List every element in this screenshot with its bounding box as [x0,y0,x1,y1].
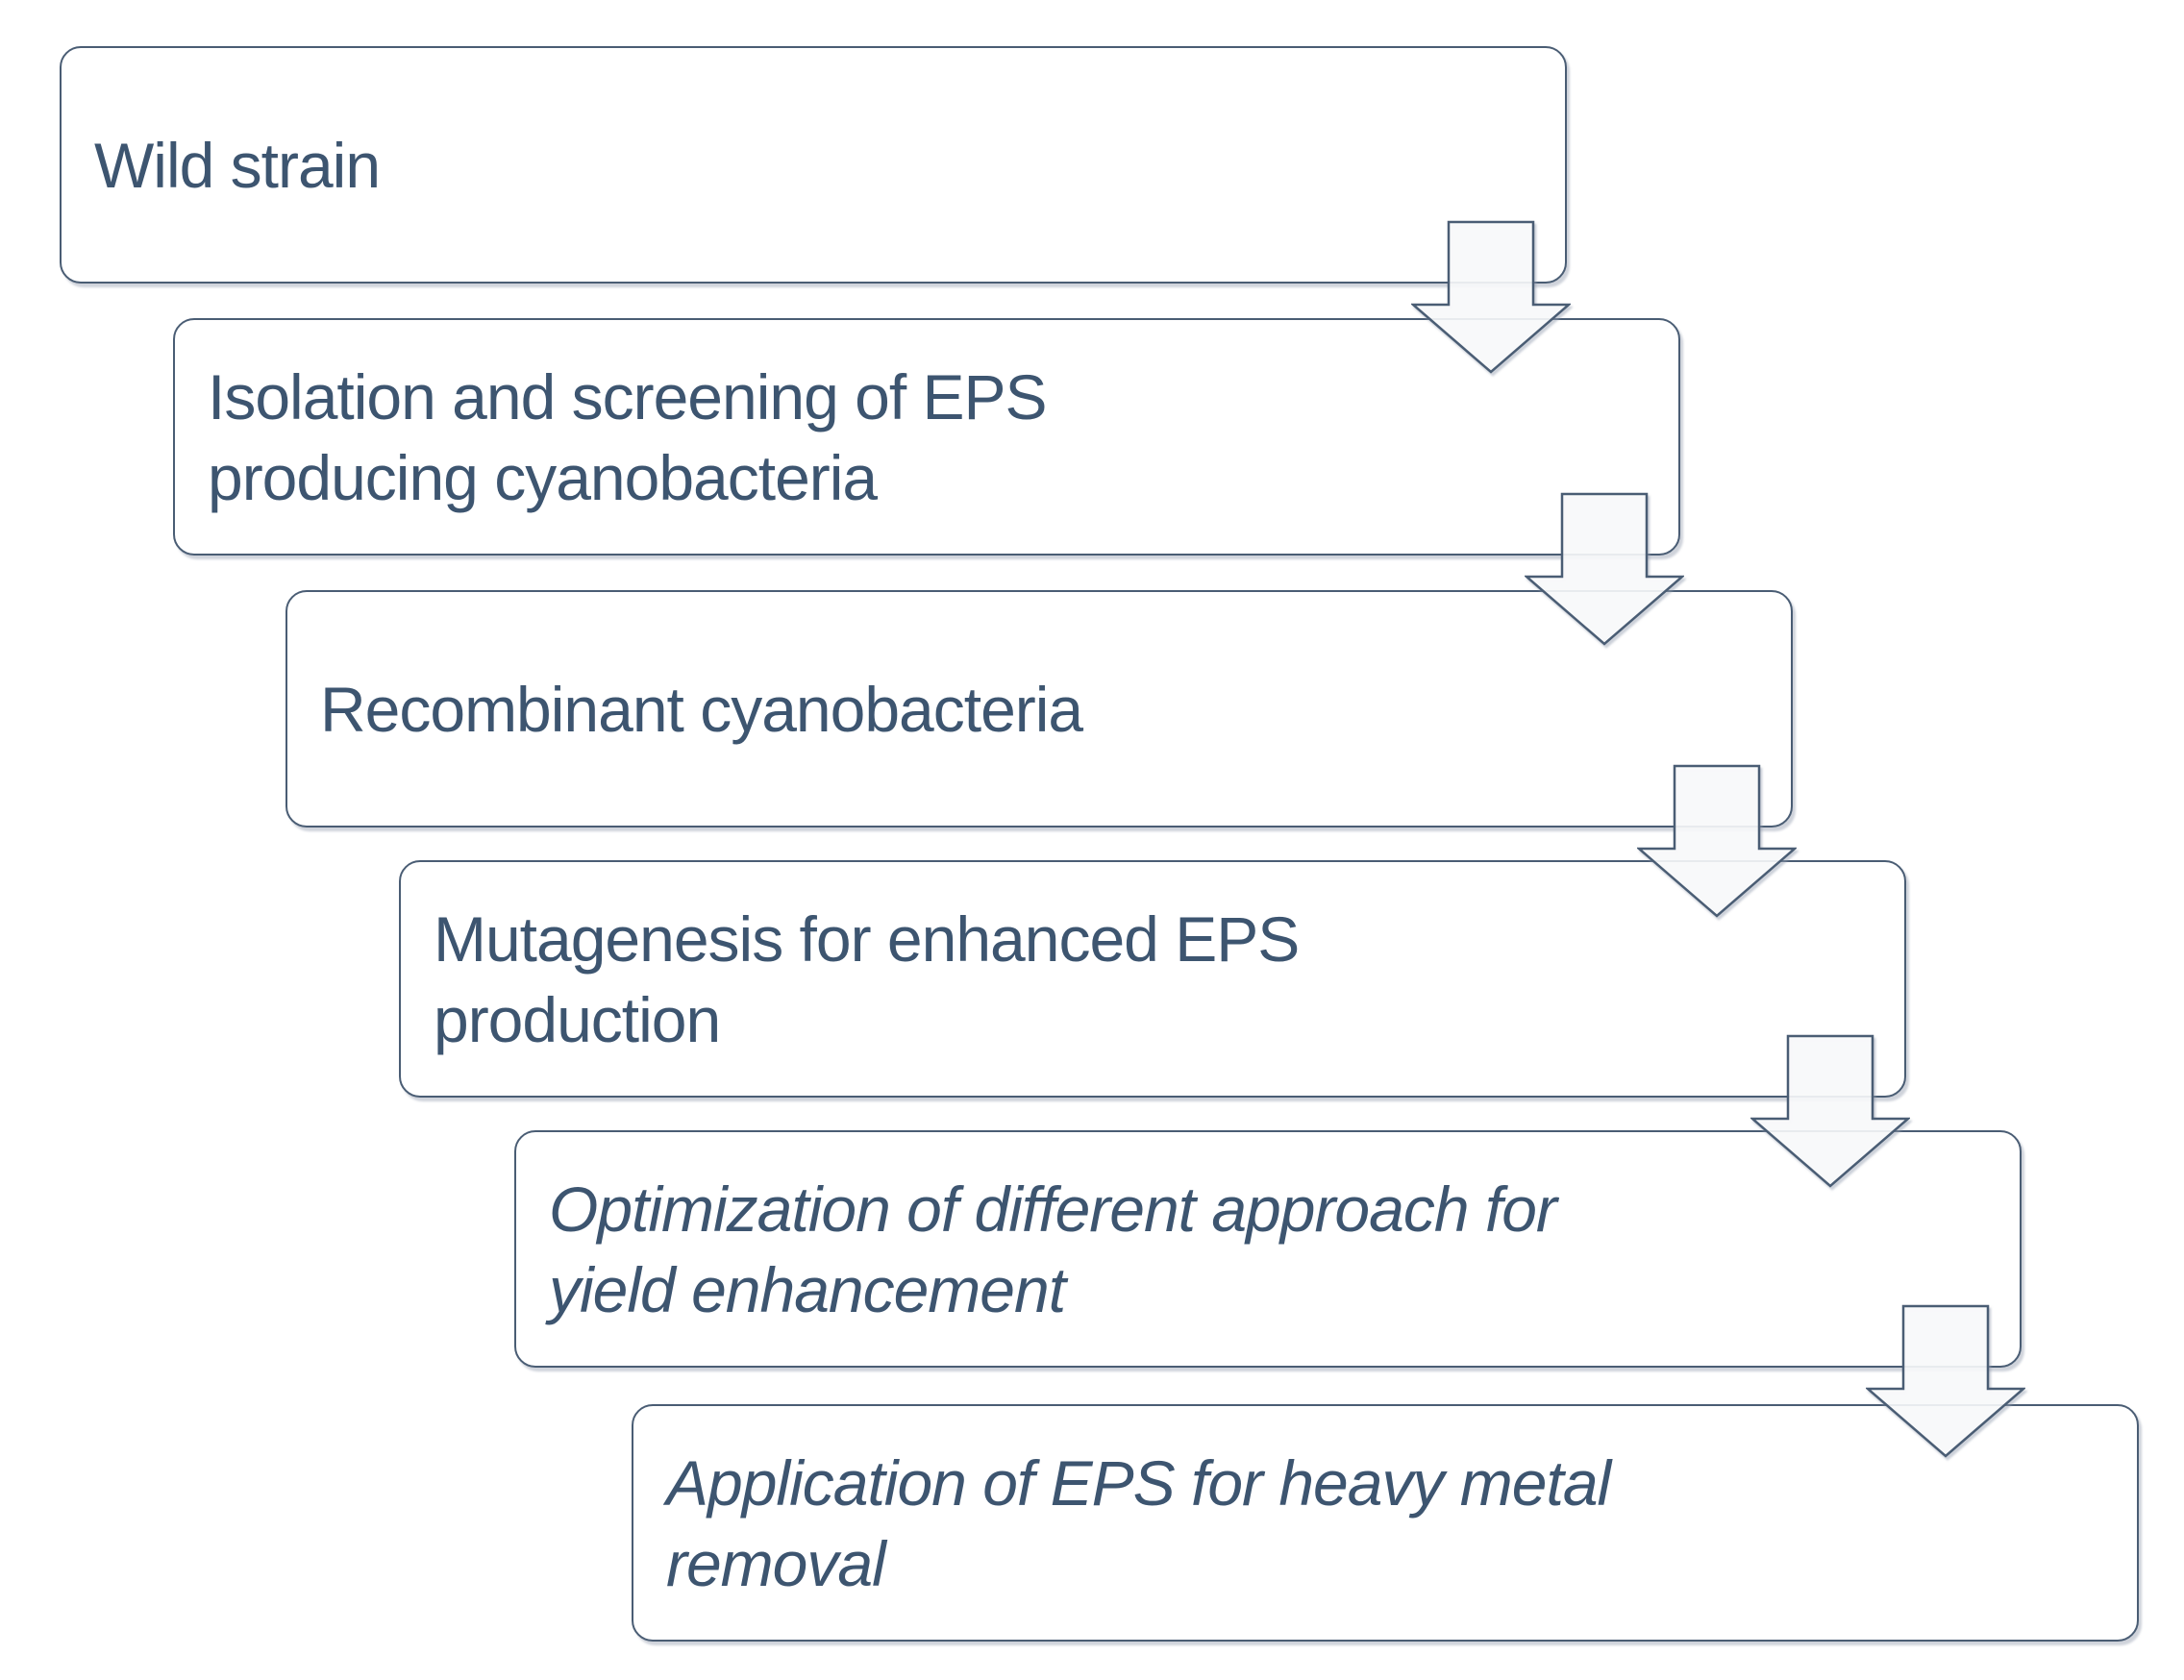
down-arrow-icon [1750,1034,1910,1188]
down-arrow-icon [1637,764,1797,918]
process-step-box-application: Application of EPS for heavy metal remov… [632,1404,2139,1642]
step-label: Optimization of different approach for y… [549,1173,1557,1325]
step-label: Isolation and screening of EPS producing… [208,360,1048,513]
down-arrow-icon [1525,492,1684,646]
down-arrow-icon [1866,1304,2025,1458]
down-arrow-icon [1411,220,1571,374]
step-label: Wild strain [94,129,381,201]
process-step-box-isolation-screening: Isolation and screening of EPS producing… [173,318,1680,556]
step-label: Recombinant cyanobacteria [320,673,1083,745]
process-step-box-recombinant-cyanobacteria: Recombinant cyanobacteria [285,590,1793,828]
process-step-box-mutagenesis: Mutagenesis for enhanced EPS production [399,860,1906,1098]
process-step-box-wild-strain: Wild strain [60,46,1567,284]
process-step-box-optimization: Optimization of different approach for y… [514,1130,2022,1368]
step-label: Mutagenesis for enhanced EPS production [434,902,1300,1055]
step-label: Application of EPS for heavy metal remov… [666,1446,1611,1599]
